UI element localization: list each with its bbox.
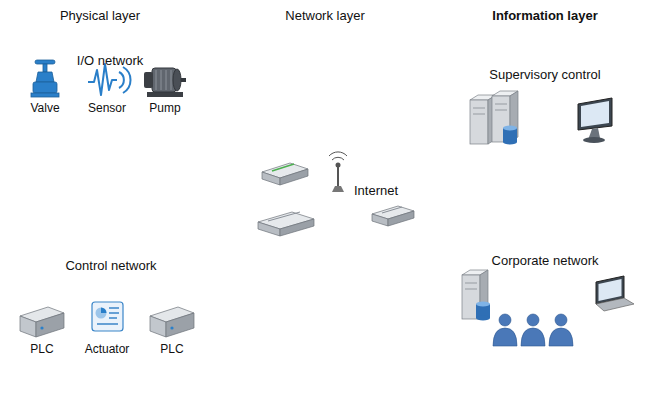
- cloud-shape: [9, 220, 215, 366]
- device-label: Pump: [149, 101, 180, 115]
- network-cloud: Supervisory control: [440, 38, 648, 173]
- switch-icon: [262, 163, 308, 185]
- device-label: Sensor: [88, 101, 126, 115]
- network-title: Control network: [65, 258, 156, 273]
- network-title: Supervisory control: [489, 67, 600, 82]
- layer-heading: Physical layer: [60, 9, 140, 23]
- plc-icon: [20, 307, 64, 337]
- cloud-shape: [445, 43, 643, 170]
- device-label: Actuator: [85, 342, 130, 356]
- plc-icon: [150, 307, 194, 337]
- label-slot: Actuator: [85, 342, 130, 356]
- device-label: Valve: [30, 101, 59, 115]
- label-slot: Network layer: [285, 9, 364, 23]
- network-title: Internet: [354, 183, 398, 198]
- database-icon: [476, 302, 490, 321]
- divider-line: [440, 8, 441, 400]
- switch-icon: [258, 212, 314, 236]
- cloud-shape: [252, 140, 407, 247]
- pump-icon: [144, 68, 186, 97]
- server-icon: [470, 91, 518, 144]
- network-title: I/O network: [77, 53, 143, 68]
- sensor-icon: [88, 64, 131, 95]
- layer-heading: Network layer: [285, 9, 364, 23]
- database-icon: [503, 126, 517, 145]
- divider-line: [211, 8, 212, 400]
- cloud-outline: [440, 215, 648, 370]
- label-slot: Valve: [30, 101, 59, 115]
- label-slot: Physical layer: [60, 9, 140, 23]
- label-slot: PLC: [160, 342, 183, 356]
- label-slot: Sensor: [88, 101, 126, 115]
- device-label: PLC: [160, 342, 183, 356]
- label-slot: Pump: [149, 101, 180, 115]
- cloud-outline: [440, 38, 648, 173]
- network-link: [392, 136, 469, 168]
- monitor-icon: [578, 98, 612, 143]
- device-label: PLC: [30, 342, 53, 356]
- network-title: Corporate network: [492, 253, 599, 268]
- people-icon: [493, 314, 573, 346]
- layer-heading: Information layer: [492, 9, 597, 23]
- antenna-icon: [329, 152, 347, 192]
- actuator-icon: [92, 302, 123, 331]
- laptop-icon: [596, 276, 634, 311]
- label-slot: PLC: [30, 342, 53, 356]
- network-link: [390, 222, 469, 258]
- network-link: [183, 132, 268, 168]
- switch-icon: [372, 206, 414, 226]
- cloud-shape: [13, 42, 207, 164]
- network-link: [188, 221, 270, 258]
- valve-icon: [31, 60, 59, 97]
- network-cloud: Internet: [245, 135, 415, 253]
- cloud-shape: [444, 220, 645, 366]
- label-slot: Information layer: [492, 9, 597, 23]
- network-cloud: Corporate network: [440, 215, 648, 370]
